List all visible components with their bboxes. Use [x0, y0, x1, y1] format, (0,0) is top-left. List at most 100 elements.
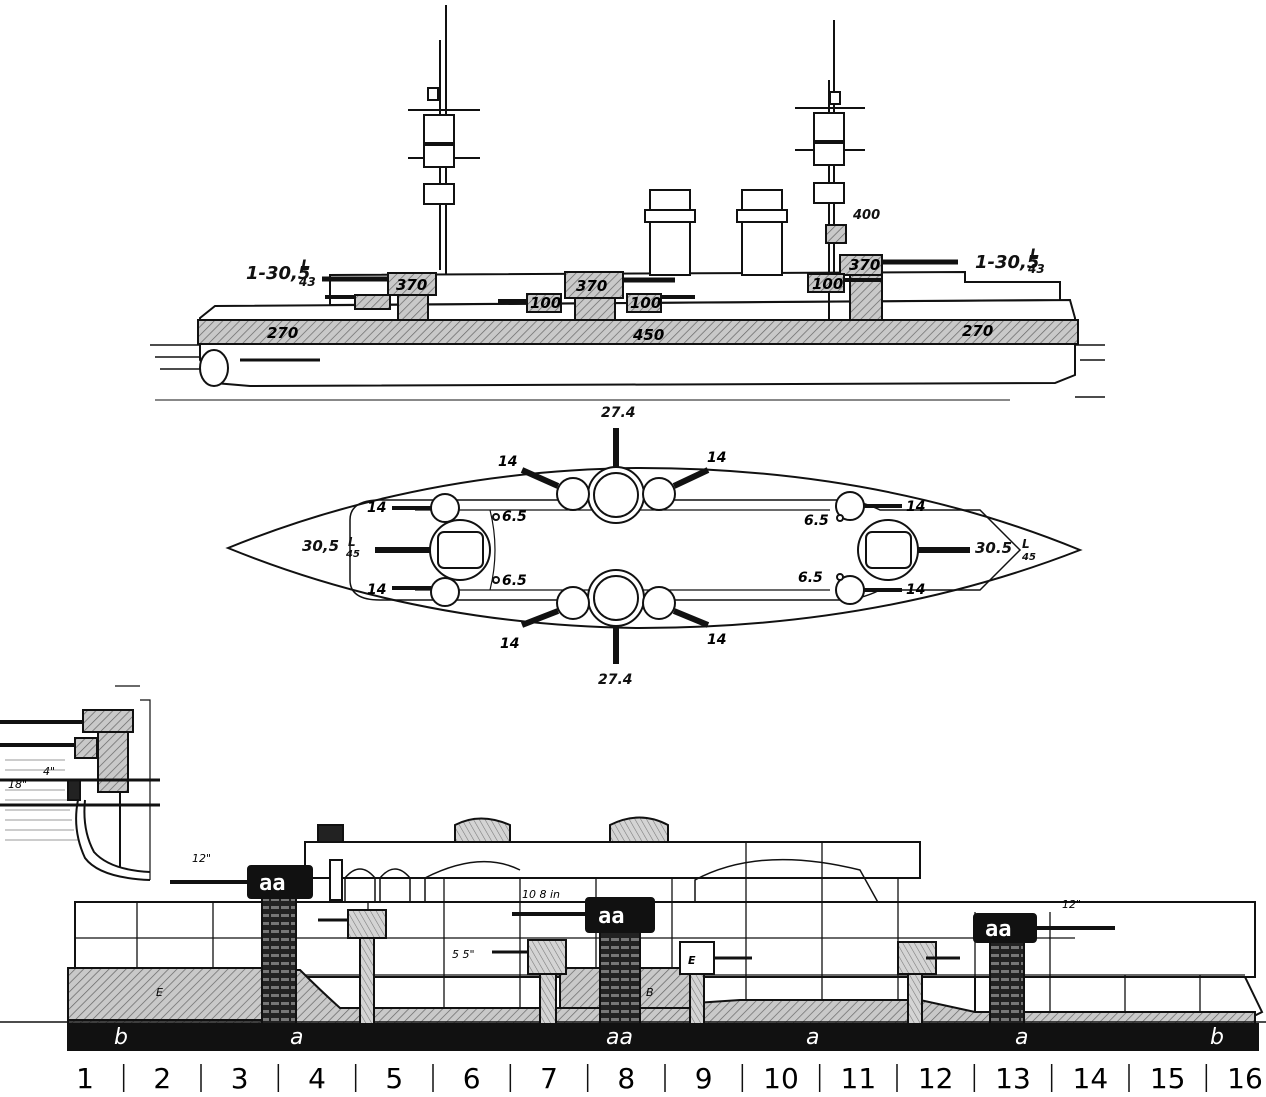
barbette-label-fore: 370	[396, 276, 427, 294]
elev-turret-fore-label: aa	[259, 871, 286, 896]
elev-casemate-e-label: E	[688, 954, 696, 967]
barbette-label-mid: 370	[576, 277, 607, 295]
frame-number: 8	[617, 1062, 635, 1095]
waterline-marks	[150, 344, 1105, 401]
profile-view	[150, 5, 1105, 401]
gun-fore-frac-bottom: 43	[298, 275, 316, 289]
plan-fore-lower-14: 14	[367, 582, 386, 598]
frame-number: 2	[153, 1062, 171, 1095]
frame-number: 4	[308, 1062, 326, 1095]
casemate-elev-2	[527, 939, 567, 975]
casemate-3	[807, 273, 845, 293]
propeller	[199, 349, 229, 387]
aft-mast-box-label: 400	[852, 208, 880, 223]
plan-labels: 27.4 27.4 14 14 14 14 14 14 14 14 30,5 L…	[302, 405, 1036, 688]
frame-number: 15	[1150, 1062, 1186, 1095]
plan-aft-lower-14: 14	[906, 582, 925, 598]
elev-belt-b-label: B	[646, 986, 654, 999]
barbette-mid-elev	[599, 929, 641, 1025]
frame-number: 16	[1227, 1062, 1263, 1095]
superstructure	[329, 270, 1061, 307]
funnels	[644, 189, 788, 276]
elevation-labels: 12" 12" 10 8 in 5 5" aa aa aa E E B b a …	[114, 852, 1224, 1050]
fore-mast	[408, 5, 480, 275]
casemate-label-1: 100	[530, 294, 561, 312]
elev-gun-fore-label: 12"	[192, 852, 211, 865]
plan-small-fore-upper: 6.5	[502, 509, 527, 525]
frame-number: 9	[695, 1062, 713, 1095]
frame-ticks	[122, 1064, 1208, 1092]
barbette-fore-elev	[261, 897, 297, 1025]
plan-deck-outline	[349, 499, 1022, 601]
armor-belt	[197, 319, 1079, 345]
casemate-elev-1	[347, 909, 387, 939]
elev-hull-a-1: a	[290, 1025, 303, 1050]
elev-gun-aft-label: 12"	[1062, 898, 1081, 911]
elev-turret-mid-label: aa	[598, 904, 625, 929]
plan-top-left-14: 14	[498, 454, 517, 470]
elevation-keel	[67, 1023, 1259, 1051]
plan-view	[225, 428, 1083, 664]
frame-number: 5	[385, 1062, 403, 1095]
aft-mast-box	[825, 224, 847, 244]
plan-fore-frac-top: L	[348, 535, 356, 549]
elev-turret-aft-label: aa	[985, 917, 1012, 942]
frame-number: 7	[540, 1062, 558, 1095]
frame-number: 12	[918, 1062, 954, 1095]
plan-aft-upper-14: 14	[906, 499, 925, 515]
plan-aft-frac-top: L	[1022, 537, 1030, 551]
plan-aft-frac-bottom: 45	[1021, 552, 1036, 563]
aft-mast	[795, 20, 865, 320]
elevation-deck-house	[304, 841, 921, 879]
elev-hull-a-2: a	[806, 1025, 819, 1050]
plan-small-aft-lower: 6.5	[798, 570, 823, 586]
belt-label-aft: 270	[962, 322, 993, 340]
plan-small-fore-lower: 6.5	[502, 573, 527, 589]
arches	[344, 858, 881, 907]
section-upper-label: 4"	[43, 765, 55, 778]
frame-number: 13	[995, 1062, 1031, 1095]
plan-fore-upper-14: 14	[367, 500, 386, 516]
plan-small-aft-upper: 6.5	[804, 513, 829, 529]
elev-belt-e-label: E	[156, 986, 163, 999]
elevation-funnel-2	[609, 816, 669, 843]
elevation-funnel-1	[454, 817, 511, 843]
gun-label-fore: 1-30,5	[246, 263, 310, 284]
plan-bottom-right-14: 14	[707, 632, 726, 648]
elev-hull-b-fore: b	[114, 1025, 128, 1050]
casemate-label-3: 100	[812, 275, 843, 293]
gun-label-aft: 1-30,5	[975, 252, 1039, 273]
gun-aft-frac-top: L	[1030, 247, 1039, 263]
plan-top-right-14: 14	[707, 450, 726, 466]
elev-hull-b-aft: b	[1210, 1025, 1224, 1050]
belt-label-fore: 270	[267, 324, 298, 342]
elev-gun-mid-label: 10 8 in	[522, 888, 560, 901]
plan-bottom-center-label: 27.4	[598, 672, 633, 688]
barbette-aft-elev	[989, 939, 1025, 1025]
profile-guns	[240, 259, 958, 362]
elev-hull-a-3: a	[1015, 1025, 1028, 1050]
elevation-view	[0, 816, 1266, 1051]
plan-fore-frac-bottom: 45	[345, 549, 360, 560]
casemate-elev-3	[679, 941, 715, 975]
frame-number: 10	[763, 1062, 799, 1095]
frame-number: 6	[463, 1062, 481, 1095]
frame-number: 3	[231, 1062, 249, 1095]
plan-aft-main-label: 30.5	[975, 539, 1012, 557]
casemate-2	[626, 293, 662, 313]
cross-section-inset	[0, 685, 160, 881]
elevation-hull	[74, 901, 1256, 978]
frame-number: 14	[1073, 1062, 1109, 1095]
frame-number: 1	[76, 1062, 94, 1095]
gun-aft-frac-bottom: 43	[1027, 262, 1045, 276]
casemate-label-2: 100	[630, 294, 661, 312]
profile-labels: 1-30,5 L 43 1-30,5 L 43 400 270 450 270 …	[246, 208, 1045, 344]
plan-guns	[375, 428, 970, 664]
plan-top-center-label: 27.4	[601, 405, 636, 421]
elevation-guns	[170, 880, 1115, 960]
barbette-label-aft: 370	[849, 256, 880, 274]
section-hull	[75, 799, 151, 881]
belt-label-mid: 450	[632, 326, 664, 344]
plan-fore-main-label: 30,5	[302, 537, 339, 555]
